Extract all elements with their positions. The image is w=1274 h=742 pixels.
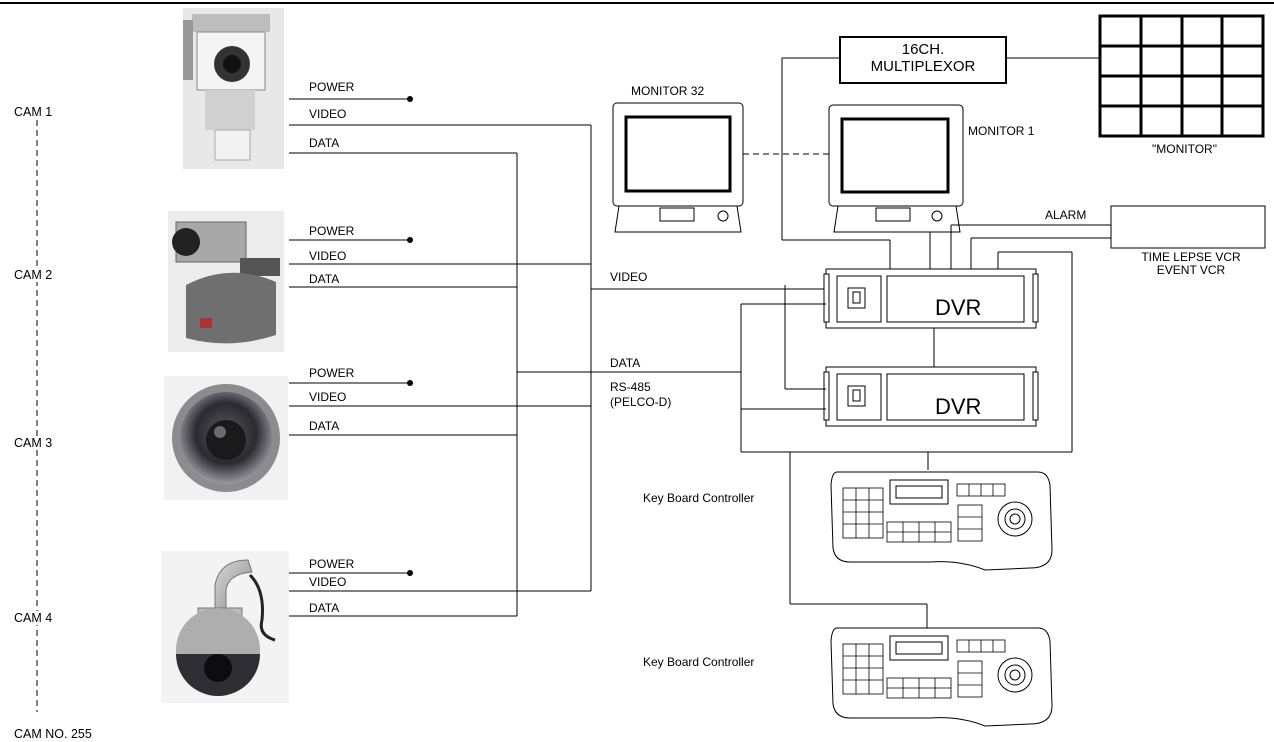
wall-monitor-grid: [1098, 14, 1265, 138]
camera-1-image: [183, 8, 284, 169]
keyboard-controller-2-icon: [830, 627, 1053, 727]
video-signal-label: VIDEO: [309, 390, 347, 404]
camera-1-wiring: [289, 98, 591, 154]
dvr-2-unit: [823, 366, 1039, 427]
dvr-2-label: DVR: [935, 394, 982, 419]
camera-label: CAM 4: [14, 611, 53, 625]
wall-monitor-caption: "MONITOR": [1152, 142, 1217, 156]
camera-2-image: [168, 211, 284, 352]
camera-label: CAM 2: [14, 268, 53, 282]
multiplexor-label-line2: MULTIPLEXOR: [870, 58, 976, 75]
multiplexor-label-line1: 16CH.: [901, 41, 945, 58]
data-signal-label: DATA: [309, 601, 340, 615]
keyboard-controller-1-icon: [830, 471, 1053, 571]
camera-3-wiring: [289, 382, 591, 436]
protocol-label: RS-485: [610, 380, 651, 394]
monitor-32-label: MONITOR 32: [631, 84, 705, 98]
vcr-label-line2: EVENT VCR: [1156, 263, 1226, 277]
alarm-label: ALARM: [1045, 208, 1087, 222]
monitor-1-label: MONITOR 1: [968, 124, 1035, 138]
camera-1-power-terminal-icon: [407, 96, 413, 102]
camera-label: CAM 1: [14, 105, 53, 119]
power-signal-label: POWER: [309, 224, 355, 238]
dvr-control-wiring: [740, 251, 1073, 628]
data-bus-label: DATA: [610, 356, 641, 370]
camera-2-power-terminal-icon: [407, 237, 413, 243]
vcr-box: [1110, 205, 1266, 249]
camera-4-wiring: [289, 572, 591, 617]
dvr-1-unit: [823, 268, 1039, 329]
keyboard-controller-label: Key Board Controller: [643, 491, 755, 505]
camera-4-image: [161, 551, 289, 703]
camera-3-power-terminal-icon: [407, 380, 413, 386]
monitor-32-icon: [612, 102, 744, 233]
video-signal-label: VIDEO: [309, 575, 347, 589]
camera-3-image: [164, 376, 288, 500]
camera-label: CAM NO. 255: [14, 727, 92, 741]
video-bus-label: VIDEO: [610, 270, 648, 284]
power-signal-label: POWER: [309, 557, 355, 571]
power-signal-label: POWER: [309, 366, 355, 380]
video-signal-label: VIDEO: [309, 249, 347, 263]
vcr-label-line1: TIME LEPSE VCR: [1141, 250, 1241, 264]
video-signal-label: VIDEO: [309, 107, 347, 121]
monitor-1-icon: [828, 104, 964, 233]
keyboard-controller-label: Key Board Controller: [643, 655, 755, 669]
camera-2-wiring: [289, 239, 591, 288]
multiplexor-box: [839, 36, 1007, 84]
data-signal-label: DATA: [309, 136, 340, 150]
data-signal-label: DATA: [309, 419, 340, 433]
camera-label: CAM 3: [14, 436, 53, 450]
camera-4-power-terminal-icon: [407, 570, 413, 576]
protocol-label: (PELCO-D): [610, 395, 672, 409]
dvr-1-label: DVR: [935, 295, 982, 320]
power-signal-label: POWER: [309, 80, 355, 94]
data-signal-label: DATA: [309, 272, 340, 286]
